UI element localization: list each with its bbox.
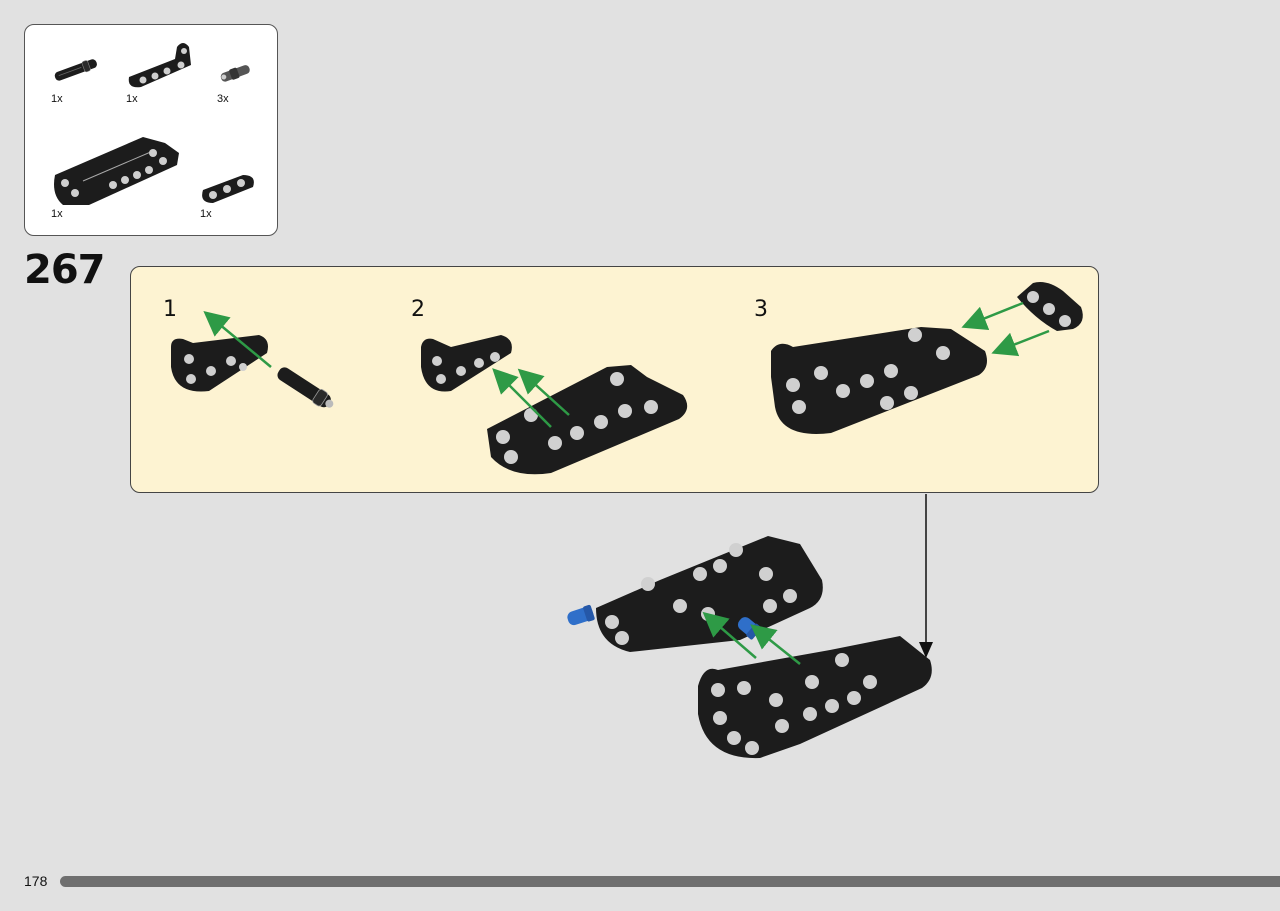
angled-beam-part bbox=[128, 43, 191, 88]
substep-illustrations bbox=[171, 282, 1083, 475]
page-number: 178 bbox=[24, 873, 48, 889]
substep-number: 3 bbox=[754, 297, 768, 322]
part-quantity: 1x bbox=[126, 93, 138, 105]
part-quantity: 1x bbox=[200, 208, 212, 220]
beam-3-part bbox=[202, 175, 254, 203]
substep-panel: 1 2 3 bbox=[130, 266, 1099, 493]
part-quantity: 1x bbox=[51, 208, 63, 220]
substep-2-illustration bbox=[421, 335, 688, 475]
substep-number: 2 bbox=[411, 297, 425, 322]
blue-pin bbox=[567, 604, 595, 626]
axle-pin-part bbox=[54, 59, 97, 81]
part-quantity: 1x bbox=[51, 93, 63, 105]
step-number: 267 bbox=[24, 247, 105, 293]
parts-illustration bbox=[54, 43, 254, 205]
page-progress-bar bbox=[60, 876, 1280, 887]
part-quantity: 3x bbox=[217, 93, 229, 105]
friction-pin-part bbox=[220, 65, 250, 82]
upper-subassembly bbox=[567, 536, 823, 652]
substep-1-illustration bbox=[171, 311, 334, 408]
substep-number: 1 bbox=[163, 297, 177, 322]
substep-3-illustration bbox=[771, 282, 1083, 434]
parts-list: 1x 1x 3x 1x 1x bbox=[24, 24, 278, 236]
frame-plate-part bbox=[54, 137, 179, 205]
lower-subassembly bbox=[698, 636, 932, 759]
blue-pin bbox=[737, 617, 762, 640]
